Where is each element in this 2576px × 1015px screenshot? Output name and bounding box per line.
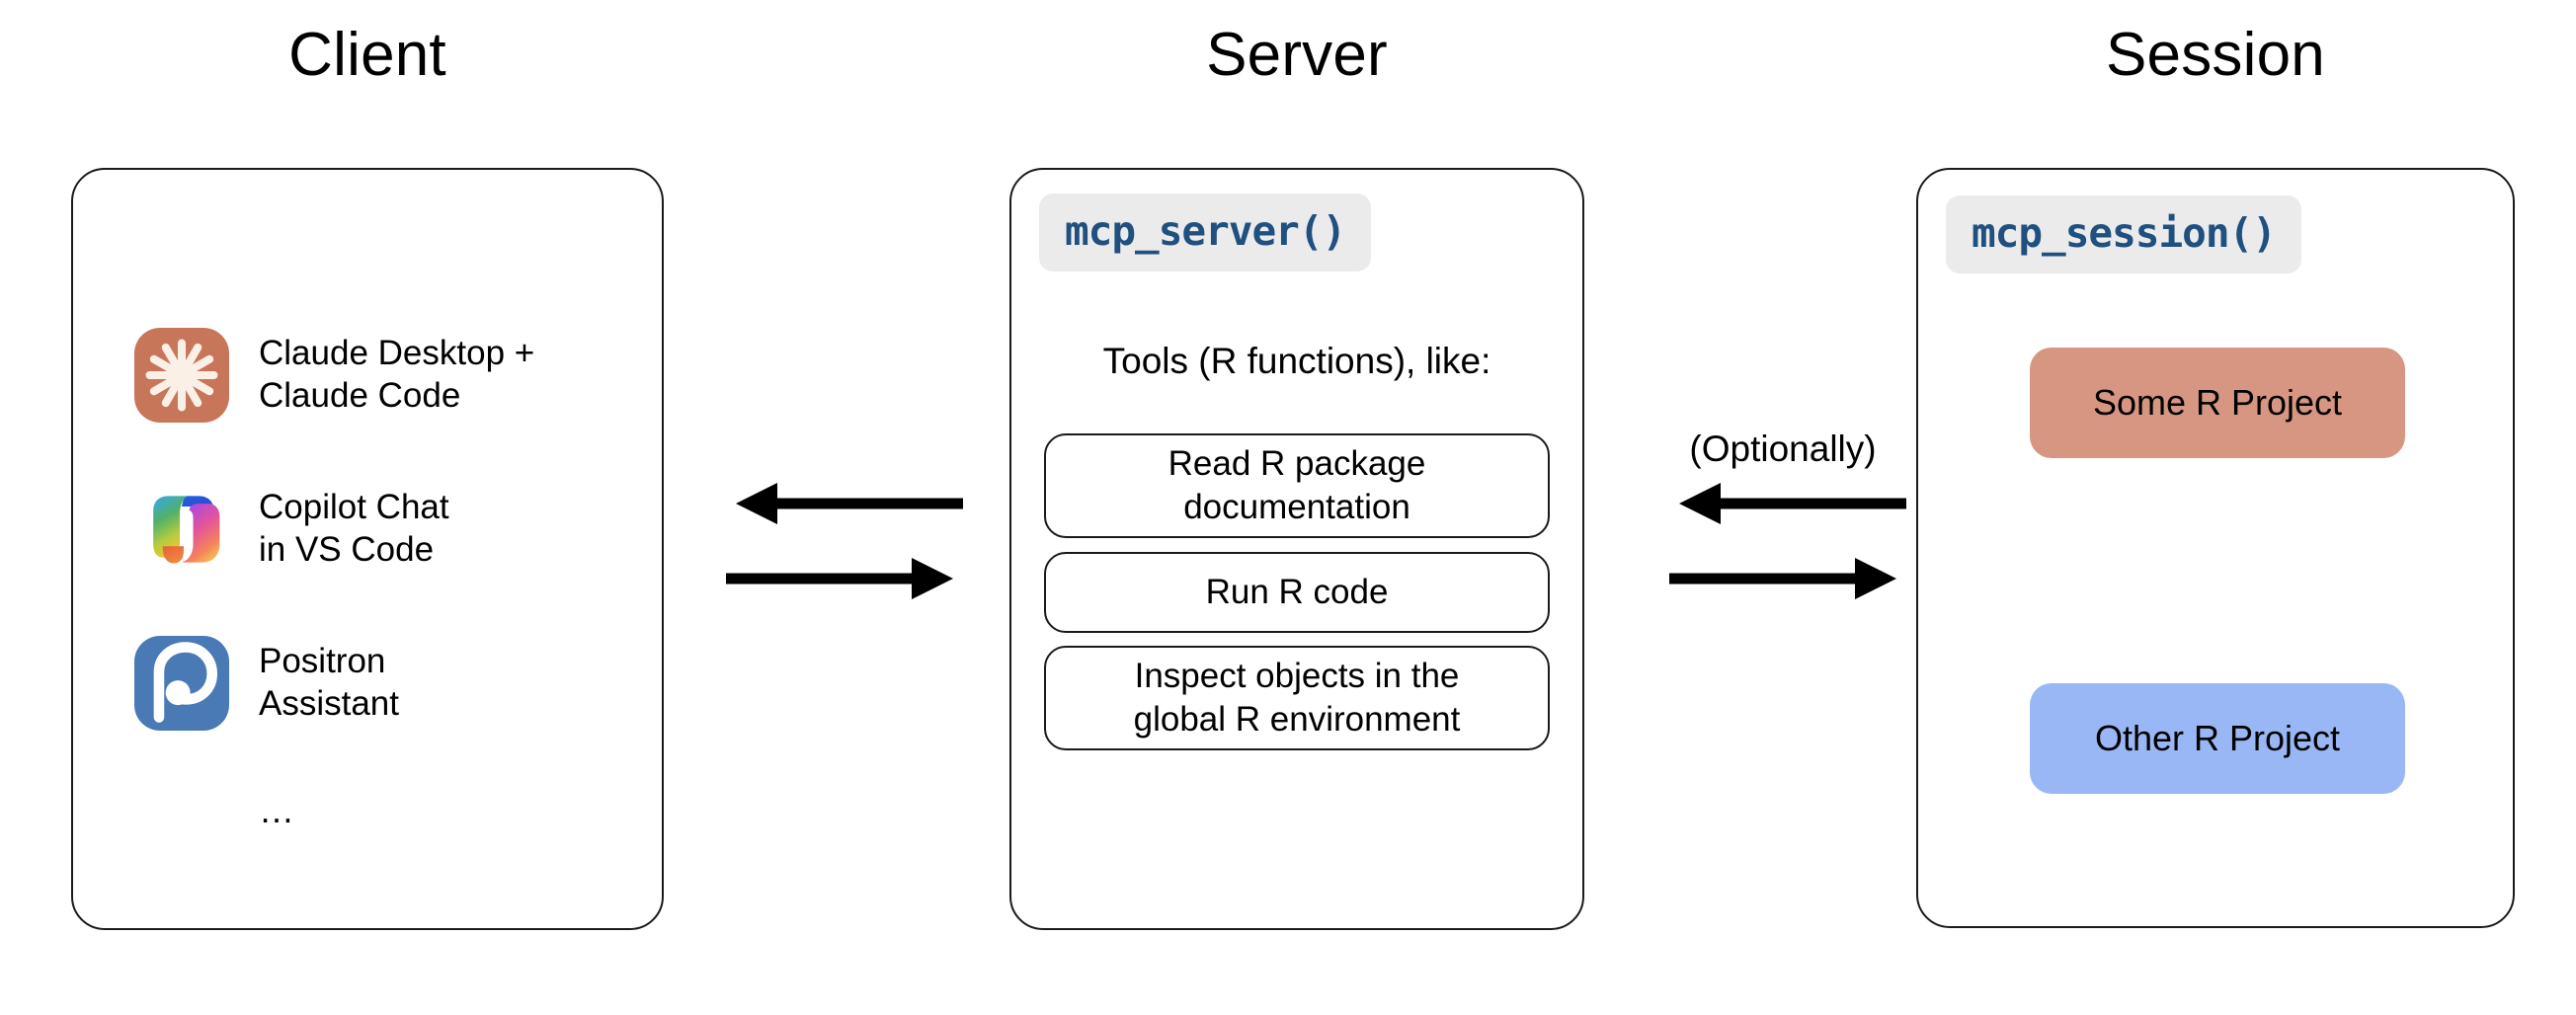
tools-caption: Tools (R functions), like: [1102, 341, 1491, 381]
list-item-label: Positron Assistant [259, 642, 399, 723]
positron-icon [134, 636, 229, 731]
tool-box-read-docs[interactable]: Read R package documentation [1044, 433, 1550, 538]
list-item-label: Claude Desktop + Claude Code [259, 334, 535, 415]
client-more-ellipsis: … [259, 790, 298, 830]
session-panel [1916, 168, 2515, 928]
optionally-label: (Optionally) [1689, 429, 1877, 469]
tool-box-run-r-code[interactable]: Run R code [1044, 552, 1550, 633]
list-item[interactable]: Claude Desktop + Claude Code [134, 328, 648, 423]
copilot-icon [134, 482, 229, 577]
column-title-client: Client [288, 21, 446, 89]
column-title-server: Server [1206, 21, 1388, 89]
arrow-left-icon [1679, 483, 1906, 524]
list-item-label: Copilot Chat in VS Code [259, 488, 449, 569]
column-title-session: Session [2106, 21, 2325, 89]
tool-box-inspect-objects[interactable]: Inspect objects in the global R environm… [1044, 646, 1550, 750]
list-item[interactable]: Positron Assistant [134, 636, 648, 731]
connector-server-session [1669, 482, 1906, 600]
project-box-some-r-project[interactable]: Some R Project [2030, 348, 2405, 458]
connector-client-server [726, 482, 963, 600]
list-item[interactable]: Copilot Chat in VS Code [134, 482, 648, 577]
server-panel [1009, 168, 1584, 930]
arrow-right-icon [1669, 558, 1896, 599]
client-list: Claude Desktop + Claude Code [134, 328, 648, 831]
project-box-other-r-project[interactable]: Other R Project [2030, 683, 2405, 794]
mcp-session-code-badge: mcp_session() [1946, 195, 2301, 273]
claude-icon [134, 328, 229, 423]
arrow-right-icon [726, 558, 953, 599]
client-panel: Claude Desktop + Claude Code [71, 168, 664, 930]
arrow-left-icon [736, 483, 963, 524]
mcp-server-code-badge: mcp_server() [1039, 194, 1372, 272]
